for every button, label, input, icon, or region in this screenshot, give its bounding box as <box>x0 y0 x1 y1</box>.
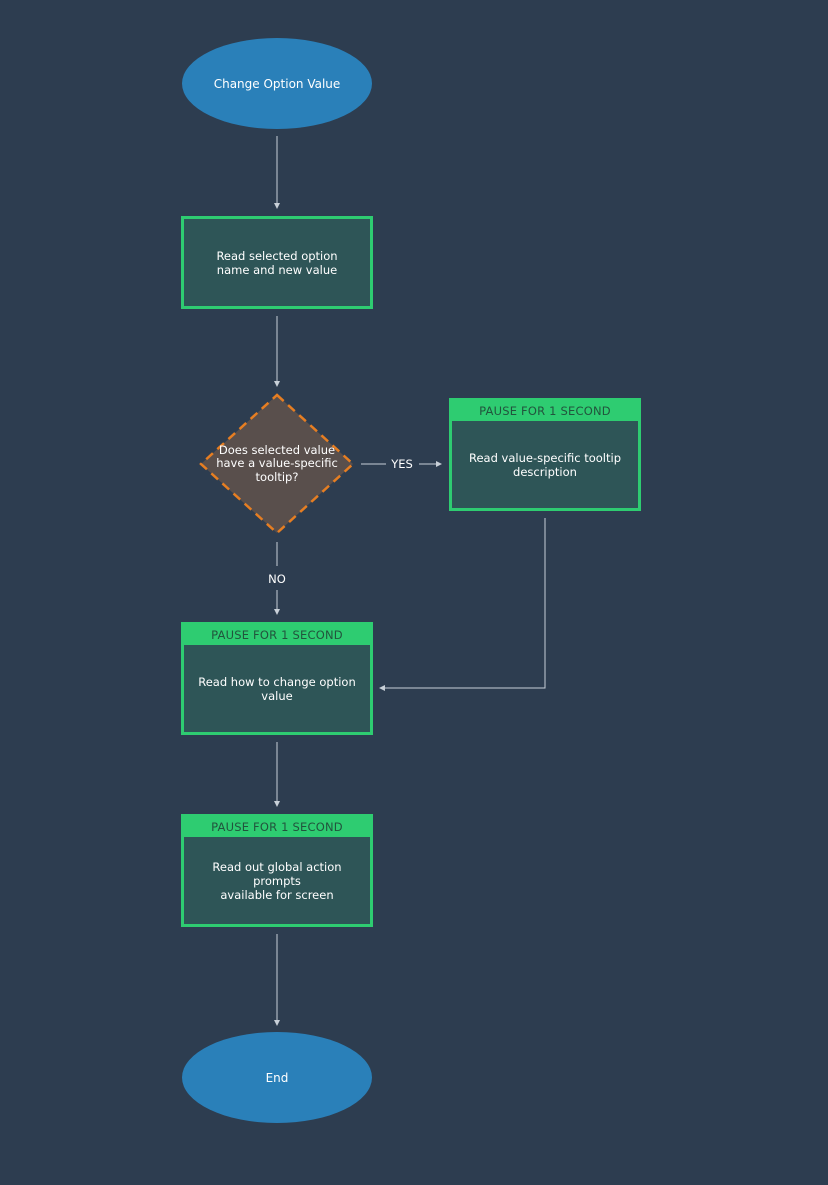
yes-edge-label: YES <box>387 457 417 472</box>
start-node: Change Option Value <box>182 38 372 129</box>
decision-label: Does selected value have a value-specifi… <box>216 442 338 484</box>
edge-tooltip-to-how <box>379 518 546 691</box>
read-option-label: Read selected option name and new value <box>216 248 338 277</box>
end-label: End <box>265 1070 289 1085</box>
how-to-change-node: PAUSE FOR 1 SECOND Read how to change op… <box>181 622 373 735</box>
read-option-node: Read selected option name and new value <box>181 216 373 309</box>
start-label: Change Option Value <box>213 76 341 91</box>
global-prompts-pause-header: PAUSE FOR 1 SECOND <box>184 817 370 837</box>
tooltip-node: PAUSE FOR 1 SECOND Read value-specific t… <box>449 398 641 511</box>
no-edge-label: NO <box>262 572 292 587</box>
how-to-change-pause-header: PAUSE FOR 1 SECOND <box>184 625 370 645</box>
end-node: End <box>182 1032 372 1123</box>
tooltip-label: Read value-specific tooltip description <box>469 450 621 479</box>
tooltip-pause-header: PAUSE FOR 1 SECOND <box>452 401 638 421</box>
how-to-change-label: Read how to change option value <box>198 674 356 703</box>
global-prompts-node: PAUSE FOR 1 SECOND Read out global actio… <box>181 814 373 927</box>
global-prompts-label: Read out global action prompts available… <box>212 859 342 902</box>
